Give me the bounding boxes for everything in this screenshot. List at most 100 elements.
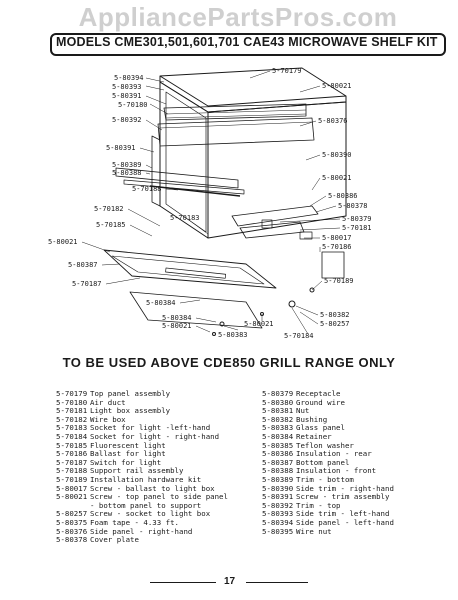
bottom-panel-shape (103, 249, 277, 289)
footer-rule-right (246, 582, 308, 583)
part-description: Ground wire (296, 397, 345, 407)
air-duct-shape (163, 103, 307, 121)
part-number: 5-80379 (262, 389, 294, 398)
part-description: Air duct (90, 397, 126, 407)
watermark: AppliancePartsPros.com (78, 2, 398, 32)
callout-80387: 5-80387 (68, 261, 98, 269)
part-description: Trim - top (296, 500, 341, 510)
part-description: Teflon washer (296, 440, 354, 450)
parts-list-row: - bottom panel to support (56, 500, 228, 511)
part-number: 5-70187 (56, 457, 88, 467)
callout-80393: 5-80393 (112, 83, 142, 91)
callout-70189: 5-70189 (324, 277, 354, 285)
part-number: 5-80378 (56, 535, 88, 545)
part-number: 5-80387 (262, 457, 294, 467)
part-number: 5-70188 (56, 466, 88, 476)
part-description: Switch for light (90, 457, 162, 467)
callout-80021-c: 5-80021 (48, 238, 78, 246)
exploded-parts-diagram: 5-70179 5-80021 5-80394 5-80393 5-80391 … (48, 67, 372, 340)
part-number: 5-80381 (262, 406, 294, 416)
callout-80386: 5-80386 (328, 192, 358, 200)
callout-70187: 5-70187 (72, 280, 102, 288)
right-side-panel-shape (207, 101, 347, 239)
callout-70188: 5-70188 (132, 185, 162, 193)
glass-panel-shape (129, 291, 263, 329)
part-number: 5-80386 (262, 449, 294, 459)
part-number: 5-80388 (262, 466, 294, 476)
part-number: 5-80375 (56, 517, 88, 527)
title-frame (50, 33, 446, 56)
part-number: 5-80380 (262, 397, 294, 407)
part-description: - bottom panel to support (90, 500, 202, 510)
footer-rule-left (150, 582, 216, 583)
part-number: 5-80383 (262, 423, 294, 433)
part-description: Support rail assembly (90, 466, 184, 476)
part-description: Installation hardware kit (90, 474, 202, 484)
callout-80391-b: 5-80391 (106, 144, 136, 152)
callout-70181: 5-70181 (342, 224, 372, 232)
callout-80383: 5-80383 (218, 331, 248, 339)
callout-70179: 5-70179 (272, 67, 302, 75)
part-description: Nut (296, 406, 310, 416)
usage-note-heading: TO BE USED ABOVE CDE850 GRILL RANGE ONLY (62, 355, 396, 370)
part-description: Screw - trim assembly (296, 492, 390, 502)
part-description: Bushing (296, 414, 328, 424)
callout-70185: 5-70185 (96, 221, 126, 229)
part-description: Side panel - right-hand (90, 526, 193, 536)
part-number: 5-70180 (56, 397, 88, 407)
part-description: Cover plate (90, 535, 139, 545)
part-number: 5-80394 (262, 517, 294, 527)
part-description: Fluorescent light (90, 440, 166, 450)
callout-80379: 5-80379 (342, 215, 372, 223)
part-number: 5-80389 (262, 474, 294, 484)
part-number: 5-80257 (56, 509, 88, 519)
part-description: Wire box (90, 414, 126, 424)
part-description: Top panel assembly (90, 389, 171, 398)
callout-80390: 5-80390 (322, 151, 352, 159)
callout-80021-b: 5-80021 (322, 174, 352, 182)
callout-80389: 5-80389 (112, 161, 142, 169)
page-title: MODELS CME301,501,601,701 CAE43 MICROWAV… (56, 35, 438, 49)
part-description: Socket for light -left-hand (90, 423, 211, 433)
callout-70180: 5-70180 (118, 101, 148, 109)
callout-80394: 5-80394 (114, 74, 144, 82)
part-number: 5-80391 (262, 492, 294, 502)
callout-80021-d: 5-80021 (162, 322, 192, 330)
part-description: Screw - socket to light box (90, 509, 211, 519)
light-box-shape (231, 205, 319, 227)
part-number: 5-80384 (262, 431, 294, 441)
part-number: 5-70189 (56, 474, 88, 484)
callout-80257: 5-80257 (320, 320, 350, 328)
part-number: 5-80021 (56, 492, 88, 502)
part-description: Side panel - left-hand (296, 517, 394, 527)
callout-80021-a: 5-80021 (322, 82, 352, 90)
callout-80392: 5-80392 (112, 116, 142, 124)
part-description: Socket for light - right-hand (90, 431, 220, 441)
part-description: Screw - ballast to light box (90, 483, 215, 493)
part-number: 5-70185 (56, 440, 88, 450)
part-description: Retainer (296, 431, 332, 441)
